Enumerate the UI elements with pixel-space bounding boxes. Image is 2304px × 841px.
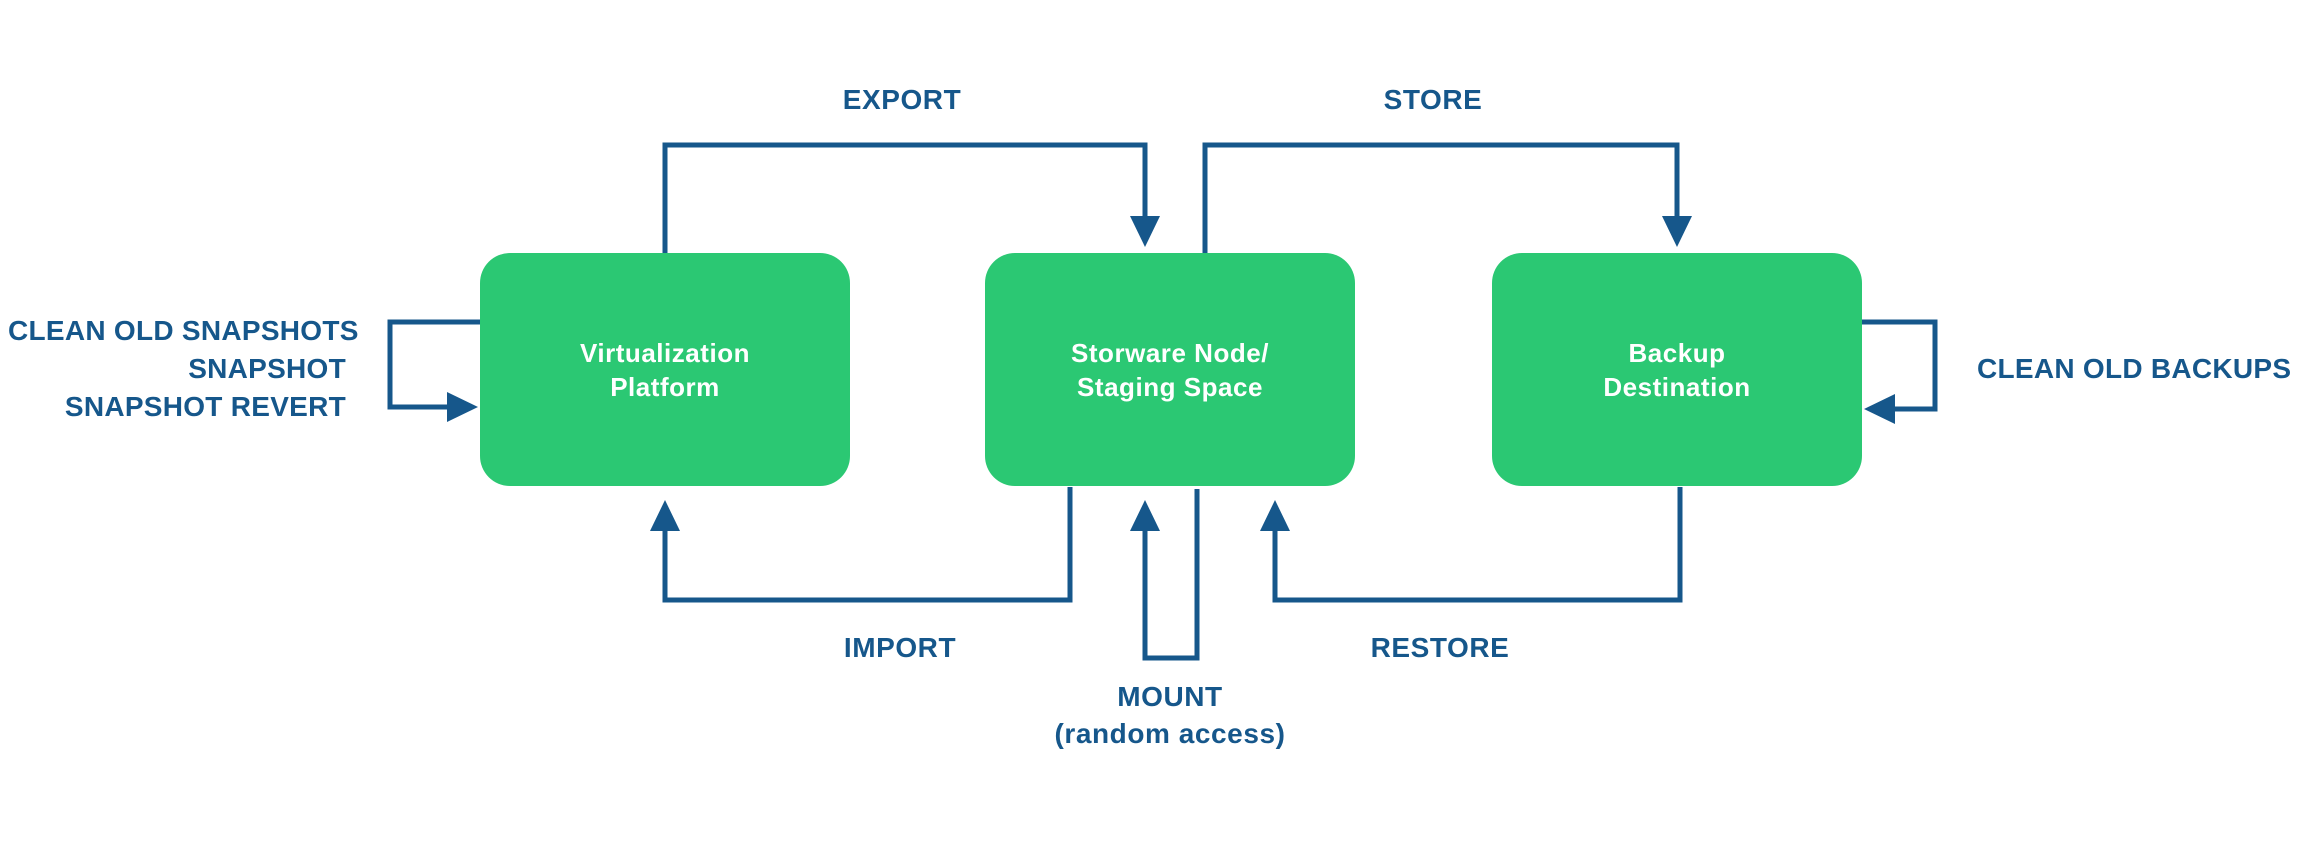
snapshot-loop-arrow <box>387 319 480 422</box>
clean-old-backups-label: CLEAN OLD BACKUPS <box>1977 353 2292 384</box>
mount-label: MOUNT <box>1117 681 1223 712</box>
node-backup-destination: Backup Destination <box>1492 253 1862 486</box>
node-label-line: Platform <box>610 371 720 402</box>
restore-label: RESTORE <box>1370 632 1510 663</box>
node-storware-staging-space: Storware Node/ Staging Space <box>985 253 1355 486</box>
snapshot-operations-line: SNAPSHOT REVERT <box>64 391 346 422</box>
node-label-line: Backup <box>1628 337 1726 368</box>
node-virtualization-platform: Virtualization Platform <box>480 253 850 486</box>
mount-sublabel: (random access) <box>1054 718 1286 749</box>
export-label: EXPORT <box>842 84 962 115</box>
store-arrow <box>1202 142 1692 253</box>
export-arrow <box>662 142 1160 253</box>
import-arrow <box>650 487 1073 603</box>
node-label-line: Staging Space <box>1077 371 1263 402</box>
node-label-line: Destination <box>1603 371 1751 402</box>
import-label: IMPORT <box>843 632 957 663</box>
mount-arrow <box>1130 489 1200 661</box>
restore-arrow <box>1260 487 1683 603</box>
snapshot-operations-line: CLEAN OLD SNAPSHOTS <box>8 315 359 346</box>
clean-backups-loop-arrow <box>1862 319 1938 424</box>
node-label-line: Storware Node/ <box>1071 337 1269 368</box>
snapshot-operations-line: SNAPSHOT <box>188 353 346 384</box>
snapshot-operations-label: CLEAN OLD SNAPSHOTS SNAPSHOT SNAPSHOT RE… <box>8 312 359 426</box>
store-label: STORE <box>1383 84 1483 115</box>
node-label-line: Virtualization <box>579 337 751 368</box>
